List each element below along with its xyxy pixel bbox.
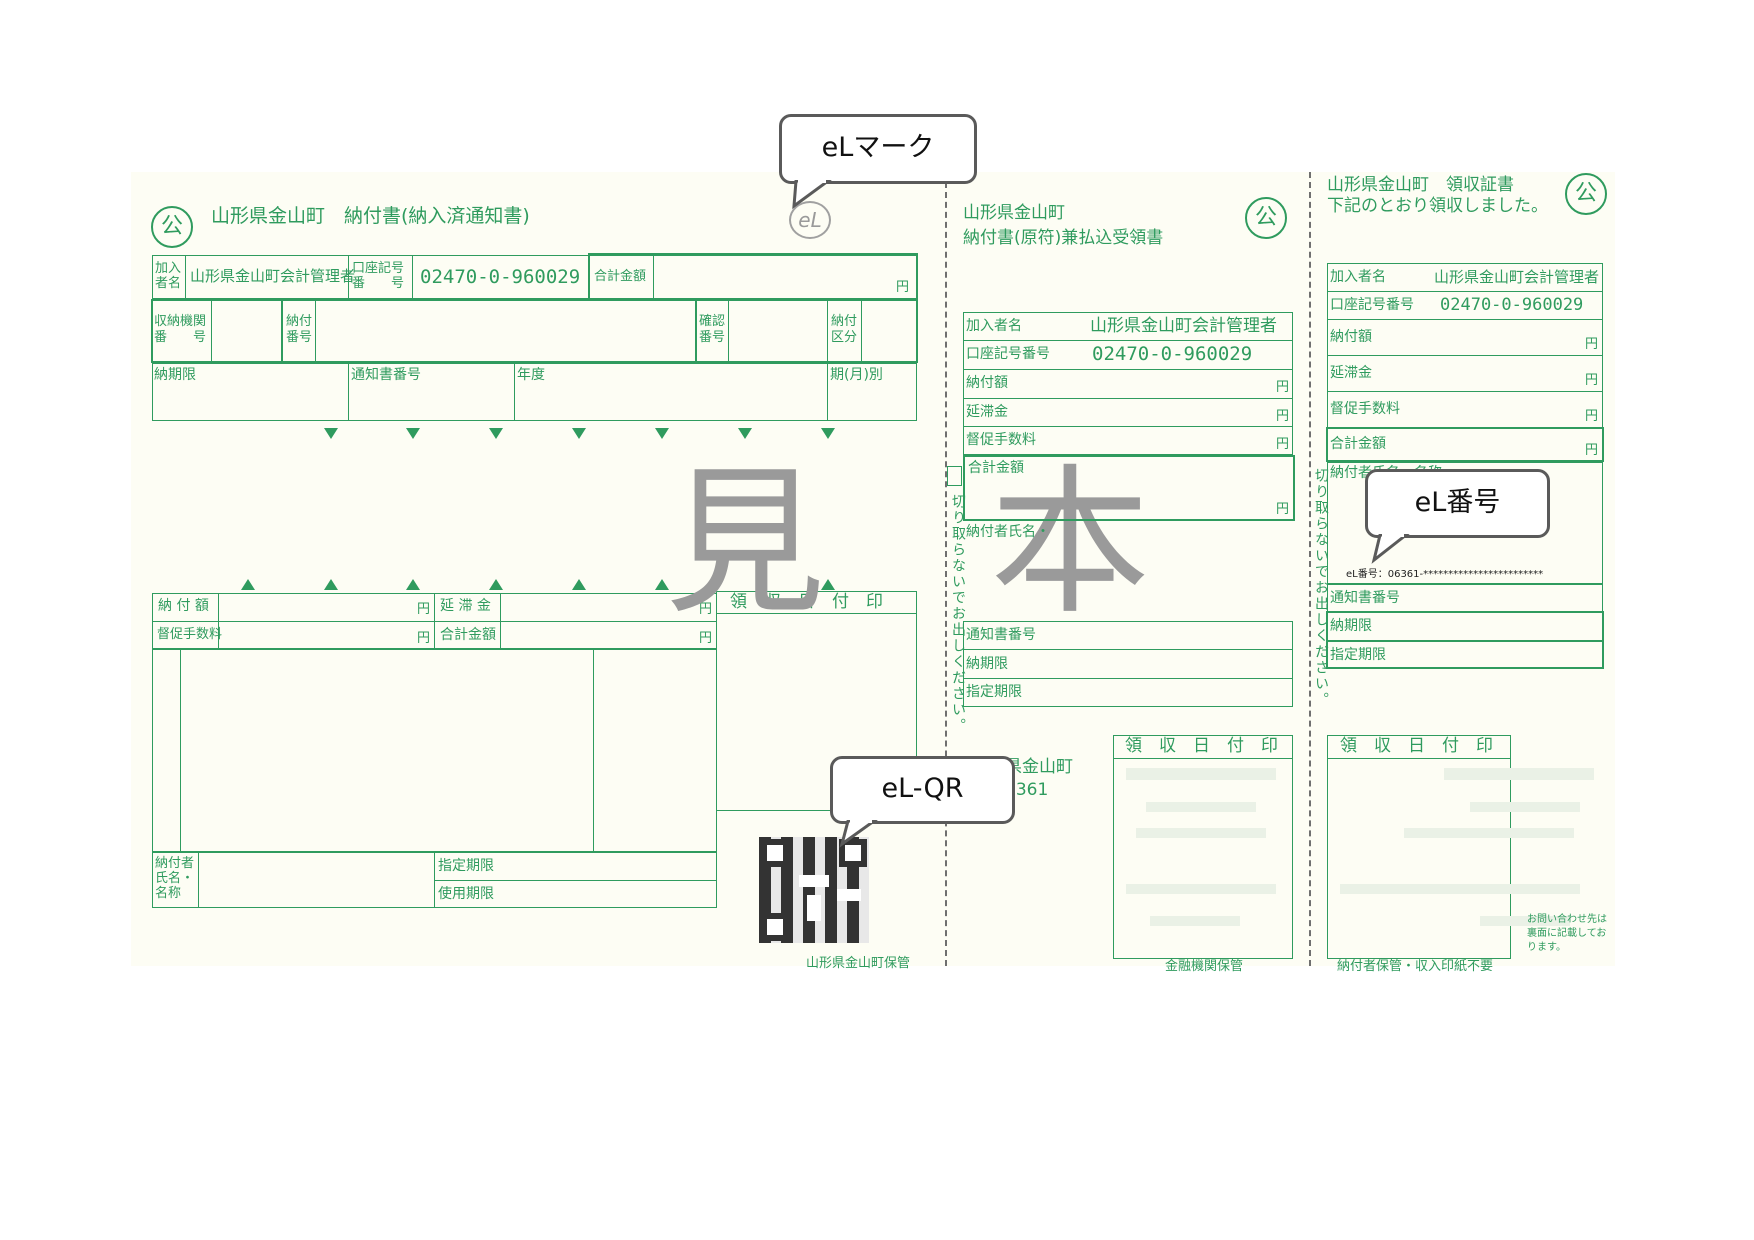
middle-account-label: 口座記号番号	[966, 346, 1050, 362]
middle-receipt-stamp-box	[1113, 735, 1293, 959]
left-payee-label: 加入 者名	[155, 261, 182, 291]
left-total-yen: 円	[896, 280, 910, 295]
left-yen-1: 円	[417, 602, 431, 617]
left-notice-no-label: 通知書番号	[351, 367, 421, 383]
right-payment-amount-label: 納付額	[1330, 329, 1372, 345]
left-yen-3: 円	[417, 631, 431, 646]
right-title-1: 山形県金山町 領収証書	[1327, 175, 1514, 195]
callout-el-qr: eL-QR	[830, 756, 1015, 824]
middle-town-label: 県金山町	[1005, 757, 1073, 777]
middle-keep-label: 金融機関保管	[1165, 959, 1244, 974]
right-inquiry-note: お問い合わせ先は 裏面に記載してお ります。	[1527, 914, 1607, 953]
right-payer-box	[1327, 462, 1603, 584]
left-total-label: 合計金額	[594, 269, 647, 284]
left-receiving-agency-label: 収納機関 番 号	[154, 314, 207, 345]
right-account-number: 02470-0-960029	[1440, 295, 1584, 315]
callout-el-qr-pointer	[839, 820, 878, 848]
left-account-label: 口座記号 番 号	[352, 261, 405, 291]
right-dunning-fee-label: 督促手数料	[1330, 401, 1400, 417]
callout-el-mark-pointer	[792, 180, 832, 210]
left-designated-deadline-label: 指定期限	[438, 858, 494, 874]
watermark-hon: 本	[990, 449, 1151, 636]
left-year-label: 年度	[517, 367, 545, 383]
middle-payment-amount-label: 納付額	[966, 375, 1008, 391]
right-yen-1: 円	[1585, 337, 1599, 352]
right-late-fee-label: 延滞金	[1330, 365, 1372, 381]
left-receipt-stamp-box	[716, 591, 917, 811]
left-slip-title: 山形県金山町 納付書(納入済通知書)	[211, 205, 530, 227]
right-payee-name: 山形県金山町会計管理者	[1434, 268, 1600, 286]
middle-dunning-fee-label: 督促手数料	[966, 432, 1036, 448]
left-content-box	[152, 649, 717, 852]
right-yen-4: 円	[1585, 443, 1599, 458]
left-payment-class-label: 納付 区分	[831, 314, 858, 345]
middle-town-code: 6361	[1005, 780, 1049, 800]
left-account-number: 02470-0-960029	[420, 266, 581, 288]
middle-cut-notice: 切り取らないでお出しください。	[950, 494, 966, 734]
right-receipt-stamp-box	[1327, 735, 1511, 959]
left-payee-name: 山形県金山町会計管理者	[190, 267, 356, 285]
right-due-label: 納期限	[1330, 618, 1372, 634]
middle-due-label: 納期限	[966, 656, 1008, 672]
left-keep-label: 山形県金山町保管	[806, 956, 911, 971]
right-cut-notice: 切り取らないでお出しください。	[1313, 468, 1329, 708]
middle-receipt-stamp-label: 領 収 日 付 印	[1125, 736, 1278, 756]
tax-payment-slip	[131, 172, 1615, 966]
middle-payee-name: 山形県金山町会計管理者	[1090, 316, 1277, 336]
right-ko-seal-icon: 公	[1565, 173, 1607, 215]
left-total-label-2: 合計金額	[440, 627, 496, 643]
middle-late-fee-label: 延滞金	[966, 404, 1008, 420]
right-designated-label: 指定期限	[1330, 647, 1386, 663]
right-notice-no-label: 通知書番号	[1330, 590, 1400, 606]
middle-payer-label: 納付者氏名・	[966, 524, 1050, 540]
middle-total-label: 合計金額	[968, 460, 1024, 476]
right-title-2: 下記のとおり領収しました。	[1327, 196, 1548, 216]
ko-seal-icon: 公	[151, 206, 193, 248]
right-account-label: 口座記号番号	[1330, 297, 1414, 313]
middle-notice-no-label: 通知書番号	[966, 627, 1036, 643]
middle-yen-2: 円	[1276, 409, 1290, 424]
callout-el-mark: eLマーク	[779, 114, 977, 184]
middle-yen-3: 円	[1276, 437, 1290, 452]
middle-account-number: 02470-0-960029	[1092, 343, 1253, 365]
middle-title-1: 山形県金山町	[963, 203, 1065, 223]
right-keep-label: 納付者保管・収入印紙不要	[1337, 959, 1494, 974]
left-payment-amount-label: 納 付 額	[158, 598, 209, 614]
left-yen-4: 円	[699, 631, 713, 646]
middle-designated-label: 指定期限	[966, 684, 1022, 700]
left-receipt-stamp-label: 領 収 日 付 印	[730, 592, 883, 612]
right-receipt-stamp-label: 領 収 日 付 印	[1340, 736, 1493, 756]
left-late-fee-label: 延 滞 金	[440, 598, 491, 614]
middle-total-box	[963, 455, 1295, 521]
right-yen-2: 円	[1585, 373, 1599, 388]
right-payee-label: 加入者名	[1330, 269, 1386, 285]
left-use-deadline-label: 使用期限	[438, 886, 494, 902]
left-due-label: 納期限	[154, 367, 196, 383]
left-payment-no-label: 納付 番号	[286, 314, 313, 345]
middle-title-2: 納付書(原符)兼払込受領書	[963, 228, 1164, 248]
left-dunning-fee-label: 督促手数料	[157, 627, 223, 642]
right-total-label: 合計金額	[1330, 436, 1386, 452]
middle-ko-seal-icon: 公	[1245, 197, 1287, 239]
middle-payee-label: 加入者名	[966, 318, 1022, 334]
left-payer-label: 納付者 氏名・ 名称	[155, 856, 195, 901]
callout-el-number-pointer	[1371, 534, 1410, 564]
left-due-box	[152, 363, 917, 421]
left-period-label: 期(月)別	[830, 367, 883, 383]
right-yen-3: 円	[1585, 409, 1599, 424]
middle-yen-1: 円	[1276, 380, 1290, 395]
middle-amounts-box	[963, 312, 1293, 455]
right-total-box	[1326, 427, 1604, 462]
left-confirm-no-label: 確認 番号	[699, 314, 726, 345]
middle-yen-4: 円	[1276, 502, 1290, 517]
right-el-number-line: eL番号：06361-************************	[1346, 569, 1544, 580]
left-yen-2: 円	[699, 602, 713, 617]
callout-el-number: eL番号	[1365, 469, 1550, 538]
watermark-mi: 見	[665, 449, 826, 636]
el-logo-icon: eL	[789, 201, 831, 239]
middle-notice-box	[963, 621, 1293, 707]
